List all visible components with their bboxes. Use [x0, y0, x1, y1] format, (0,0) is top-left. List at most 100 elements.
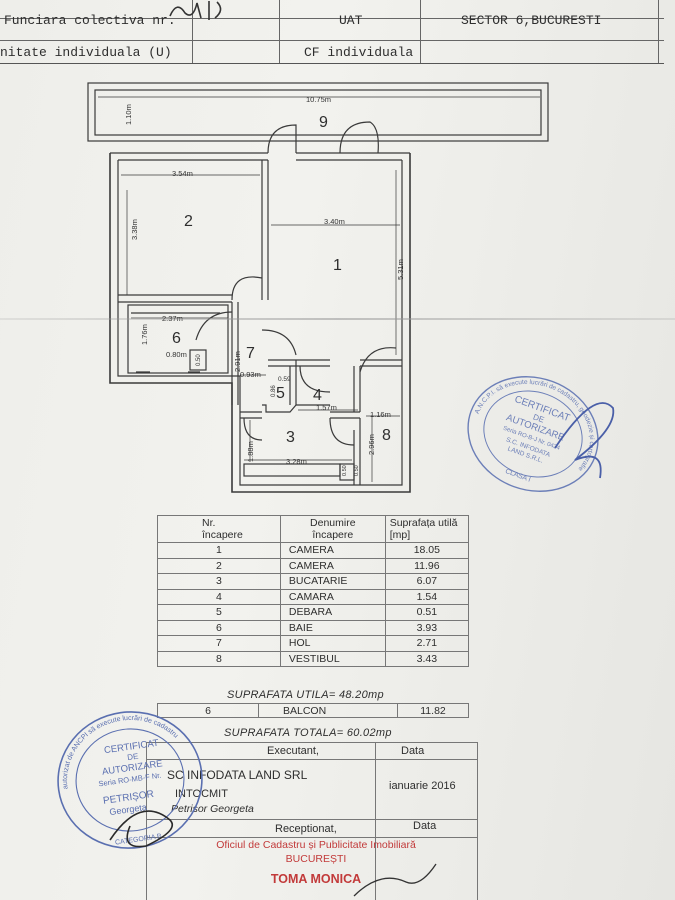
row-area: 18.05: [384, 542, 470, 559]
row-area: 11.96: [384, 557, 470, 574]
room-label-2: 2: [184, 213, 193, 230]
header-area: Suprafața utilă[mp]: [384, 515, 470, 543]
dim-0-80: 0.80m: [166, 350, 187, 359]
row-area: 0.51: [384, 604, 470, 621]
row-nr: 7: [157, 635, 281, 652]
dim-0-50b: 0.50: [342, 465, 348, 476]
ocpi-stamp: Oficiul de Cadastru și Publicitate Imobi…: [213, 838, 419, 886]
room-label-8: 8: [382, 427, 391, 444]
dim-5-31: 5.31m: [396, 259, 405, 280]
paper-fold: [0, 318, 675, 320]
row-name: VESTIBUL: [279, 650, 386, 667]
ocpi-line1: Oficiul de Cadastru și Publicitate Imobi…: [216, 839, 416, 851]
dim-1-76: 1.76m: [140, 324, 149, 345]
header-table: Funciara colectiva nr. UAT SECTOR 6,BUCU…: [0, 0, 664, 64]
signature-left: [109, 810, 174, 848]
data-label-1: Data: [401, 745, 425, 757]
dim-0-86: 0.86: [271, 385, 277, 397]
signature-right: [554, 402, 615, 479]
balcony-table: 6 BALCON 11.82: [157, 703, 469, 718]
stamp-left-line7: CATEGORIA B: [115, 833, 163, 847]
row-nr: 4: [157, 588, 281, 605]
row-area: 3.93: [384, 619, 470, 636]
header-sector: SECTOR 6,BUCURESTI: [461, 13, 602, 28]
row-area: 2.71: [384, 635, 470, 652]
row-name: HOL: [279, 635, 386, 652]
authorization-stamp-left: autorizat de ANCPI să execute lucrări de…: [54, 708, 203, 849]
dim-1-16: 1.16m: [370, 410, 391, 419]
row-name: BUCATARIE: [279, 573, 386, 590]
floor-plan: 9 2 1 6 7 5 4 3 8 10.75m 1.10m 3.54m 3.3…: [87, 82, 549, 493]
dim-3-38: 3.38m: [130, 219, 139, 240]
dim-0-50a: 0.50: [196, 354, 202, 366]
row-name: DEBARA: [279, 604, 386, 621]
dim-3-54: 3.54m: [172, 169, 193, 178]
room-label-9: 9: [319, 114, 328, 131]
row-nr: 6: [157, 619, 281, 636]
row-area: 1.54: [384, 588, 470, 605]
dim-2-91: 2.91m: [233, 351, 242, 372]
row-nr: 3: [157, 573, 281, 590]
header-funciara: Funciara colectiva nr.: [4, 13, 176, 28]
dim-10-75: 10.75m: [306, 95, 331, 104]
executant-label: Executant,: [267, 745, 319, 757]
row-nr: 2: [157, 557, 281, 574]
dim-0-59: 0.59: [278, 376, 291, 383]
stamp-left-line2: DE: [127, 752, 139, 762]
stamp-right-line2: DE: [532, 412, 546, 424]
room-9-outline: [87, 82, 549, 142]
dim-1-88: 1.88m: [246, 441, 255, 462]
row-name: CAMERA: [279, 542, 386, 559]
room-label-1: 1: [333, 257, 342, 274]
row-area: 6.07: [384, 573, 470, 590]
row-nr: 8: [157, 650, 281, 667]
data-label-2: Data: [413, 820, 437, 832]
preparer-name: Petrisor Georgeta: [171, 803, 254, 815]
room-label-6: 6: [172, 330, 181, 347]
header-nr: Nr.încapere: [157, 515, 281, 543]
dim-3-28: 3.28m: [286, 457, 307, 466]
dim-1-10: 1.10m: [124, 104, 133, 125]
row-area: 3.43: [384, 650, 470, 667]
header-cf: CF individuala: [304, 45, 414, 60]
balcony-name: BALCON: [258, 703, 398, 718]
signature-bottom: [353, 863, 437, 897]
ocpi-name: TOMA MONICA: [270, 872, 362, 886]
intocmit-label: INTOCMIT: [175, 788, 228, 800]
total-useful-area: SUPRAFATA UTILA= 48.20mp: [227, 689, 384, 701]
balcony-area: 11.82: [397, 703, 469, 718]
row-name: CAMERA: [279, 557, 386, 574]
row-name: CAMARA: [279, 588, 386, 605]
dim-0-50c: 0.50: [354, 465, 360, 476]
receptionat-label: Receptionat,: [275, 823, 337, 835]
room-label-4: 4: [313, 387, 322, 404]
authorization-stamp-right: A.N.C.P.I. să execute lucrări de cadastr…: [467, 368, 615, 492]
row-name: BAIE: [279, 619, 386, 636]
header-uat: UAT: [339, 13, 363, 28]
stamp-right-line7: CLASA I: [504, 468, 531, 484]
dim-3-40: 3.40m: [324, 217, 345, 226]
room-label-3: 3: [286, 429, 295, 446]
row-nr: 1: [157, 542, 281, 559]
total-area: SUPRAFATA TOTALA= 60.02mp: [224, 727, 392, 739]
room-label-5: 5: [276, 385, 285, 402]
handwritten-scribble: [169, 1, 222, 20]
dim-2-96: 2.96m: [367, 434, 376, 455]
row-nr: 5: [157, 604, 281, 621]
balcony-nr: 6: [157, 703, 259, 718]
execution-date: ianuarie 2016: [389, 780, 456, 792]
dim-0-93: 0.93m: [240, 370, 261, 379]
header-unitate: nitate individuala (U): [0, 45, 172, 60]
